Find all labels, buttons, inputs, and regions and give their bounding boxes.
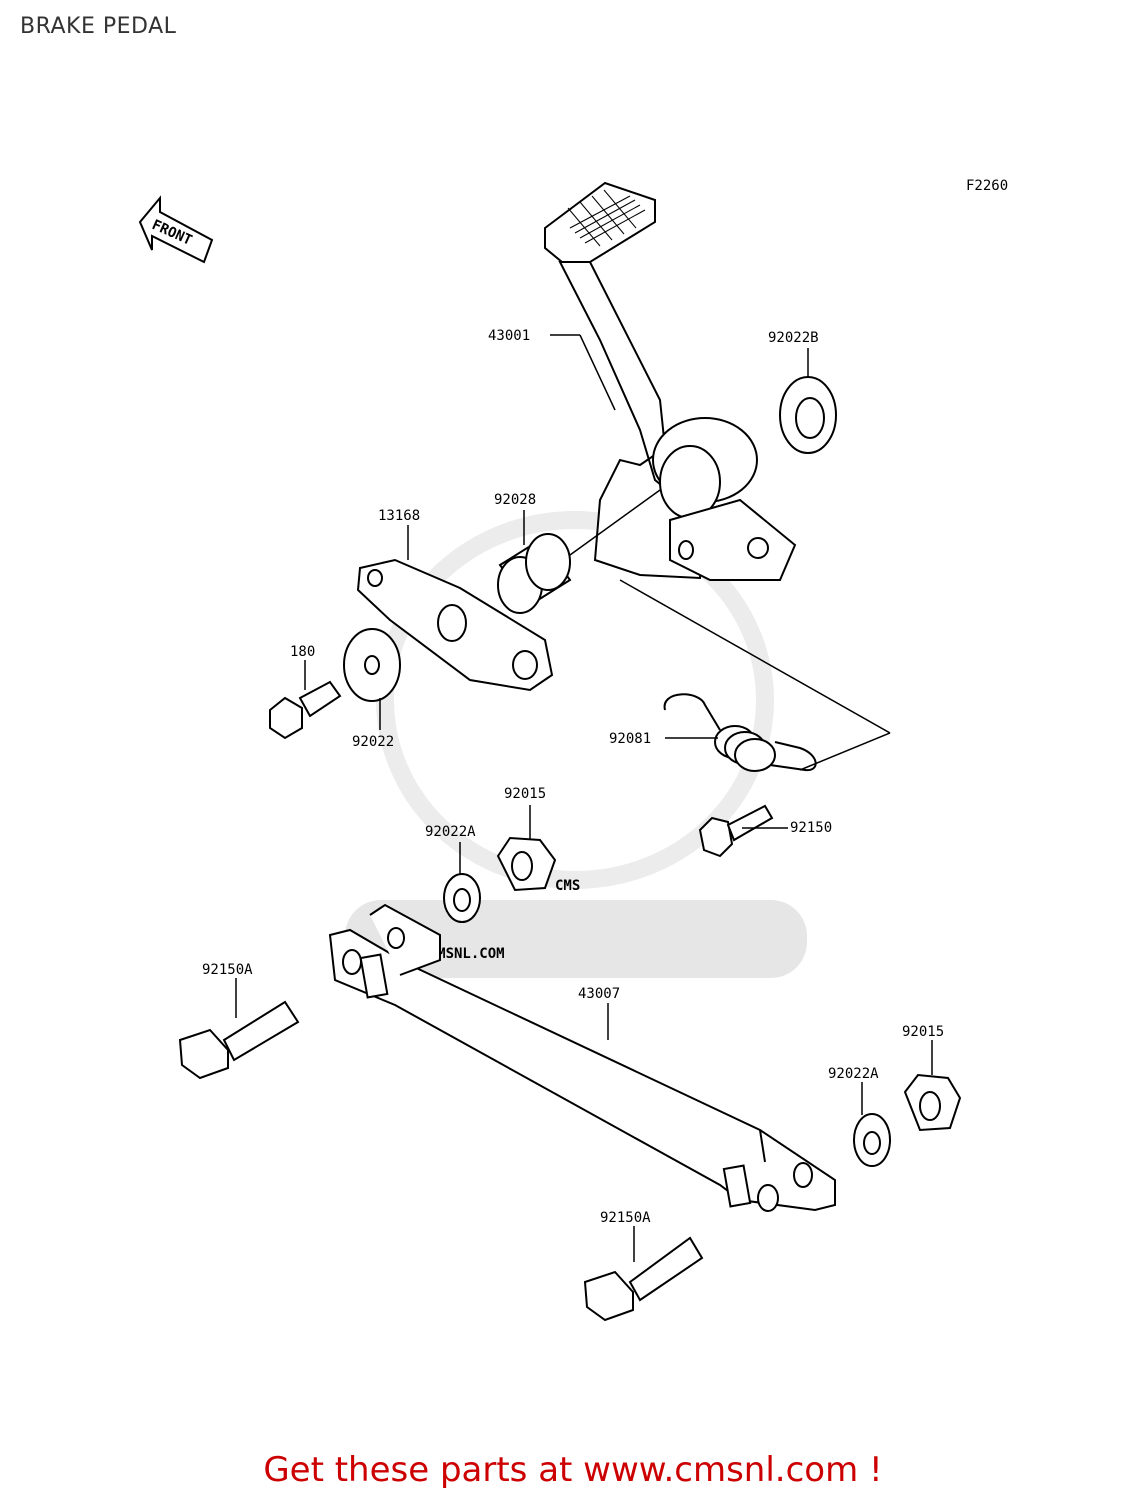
- washer-92022a-right-part: [853, 1113, 891, 1167]
- nut-92015-right-part: [903, 1073, 962, 1132]
- spring-92081-part: [663, 693, 817, 772]
- parts-diagram: CMS WWW.CMSNL.COM F2260 FRONT: [138, 178, 1008, 1322]
- page-title: BRAKE PEDAL: [20, 14, 177, 39]
- callout-92150a-bottom: 92150A: [600, 1210, 651, 1226]
- callout-92150a-left: 92150A: [202, 962, 253, 978]
- parts-link[interactable]: Get these parts at www.cmsnl.com !: [263, 1450, 883, 1490]
- callout-92028: 92028: [494, 492, 536, 508]
- bracket-13168-part: [356, 558, 554, 692]
- callout-180: 180: [290, 644, 315, 660]
- callout-92022a-top: 92022A: [425, 824, 476, 840]
- washer-92022b-part: [779, 376, 837, 454]
- callout-13168: 13168: [378, 508, 420, 524]
- nut-92015-top-part: [496, 836, 557, 892]
- callout-92015-top: 92015: [504, 786, 546, 802]
- watermark-brand: CMS: [555, 878, 580, 894]
- bolt-92150a-left-part: [178, 1000, 300, 1080]
- callout-labels: 43001 92022B 92028 13168 180 92022 92081…: [202, 328, 944, 1226]
- callout-92022a-right: 92022A: [828, 1066, 879, 1082]
- washer-92022a-top-part: [443, 873, 481, 923]
- callout-92022b: 92022B: [768, 330, 819, 346]
- bolt-180-part: [269, 680, 342, 740]
- washer-92022-part: [343, 628, 401, 702]
- figure-code: F2260: [966, 178, 1008, 194]
- callout-92022: 92022: [352, 734, 394, 750]
- rod-43007-part: [328, 903, 836, 1212]
- leader-lines: [235, 334, 933, 1262]
- callout-43001: 43001: [488, 328, 530, 344]
- callout-92081: 92081: [609, 731, 651, 747]
- brake-pedal-part: [544, 181, 797, 581]
- callout-92015-right: 92015: [902, 1024, 944, 1040]
- callout-43007: 43007: [578, 986, 620, 1002]
- callout-92150: 92150: [790, 820, 832, 836]
- bolt-92150-part: [698, 804, 774, 858]
- collar-92028-part: [497, 533, 572, 614]
- front-arrow-icon: FRONT: [138, 195, 214, 264]
- bolt-92150a-bottom-part: [583, 1236, 704, 1322]
